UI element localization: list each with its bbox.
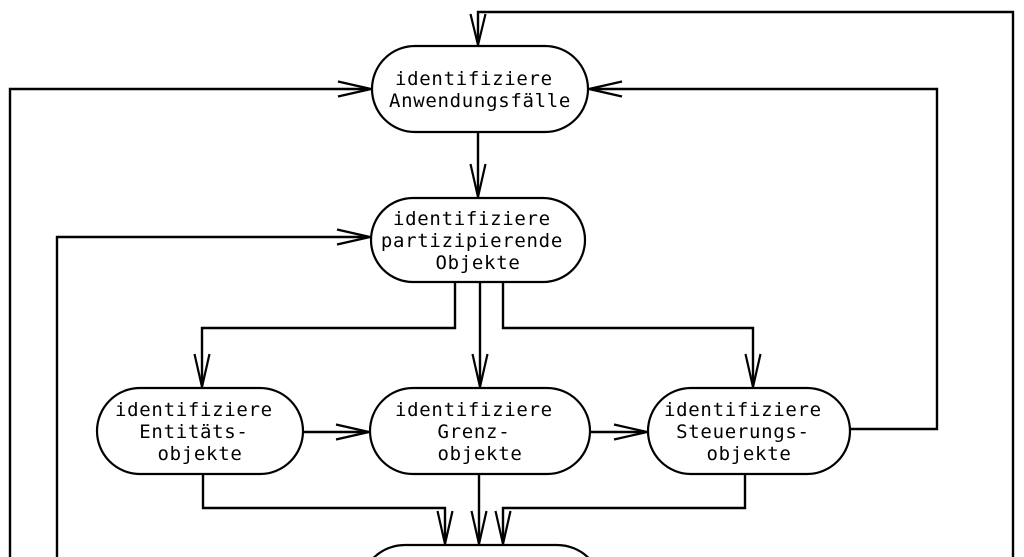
node-identify-boundary-objects: identifiziere Grenz- objekte [368,386,592,476]
node-label: identifiziere Anwendungsfälle [389,68,571,112]
edge-control-to-bottom [494,474,747,545]
edge-boundary-to-bottom [470,474,488,545]
edge-line [201,474,447,543]
edge-line [501,281,755,386]
edge-layer [8,10,1015,557]
edge-line [8,87,370,557]
edge-line [476,10,1015,557]
node-label: identifiziere Grenz- objekte [395,399,565,465]
edge-feedback-outer-left-to-usecases [8,80,372,557]
edge-participating-to-boundary [471,281,489,388]
node-shape [646,386,852,476]
node-label: identifiziere Steuerungs- objekte [664,399,834,465]
edge-participating-to-entity [193,281,457,388]
node-identify-participating-objects: identifiziere partizipierende Objekte [369,196,587,284]
node-shape [95,386,305,476]
node-identify-control-objects: identifiziere Steuerungs- objekte [646,386,852,476]
edge-line [501,474,747,543]
edge-boundary-to-control [590,423,648,441]
edge-entity-to-bottom [201,474,454,545]
edge-participating-to-control [501,281,762,388]
node-label: identifiziere partizipierende Objekte [381,208,575,274]
edge-control-to-usecases [588,80,939,431]
node-label: identifiziere Entitäts- objekte [115,399,285,465]
edge-usecases-to-participating [469,132,487,198]
node-identify-use-cases: identifiziere Anwendungsfälle [370,44,590,134]
node-shape [368,386,592,476]
node-shape [369,196,587,284]
node-identify-entity-objects: identifiziere Entitäts- objekte [95,386,305,476]
edge-line [590,87,939,431]
node-shape [370,44,590,134]
edge-entity-to-boundary [303,423,370,441]
edge-line [200,281,457,386]
node-bottom-cropped [372,543,590,557]
node-shape [372,543,590,557]
edge-line [55,235,369,557]
node-layer: identifiziere Anwendungsfälle identifizi… [95,44,852,557]
